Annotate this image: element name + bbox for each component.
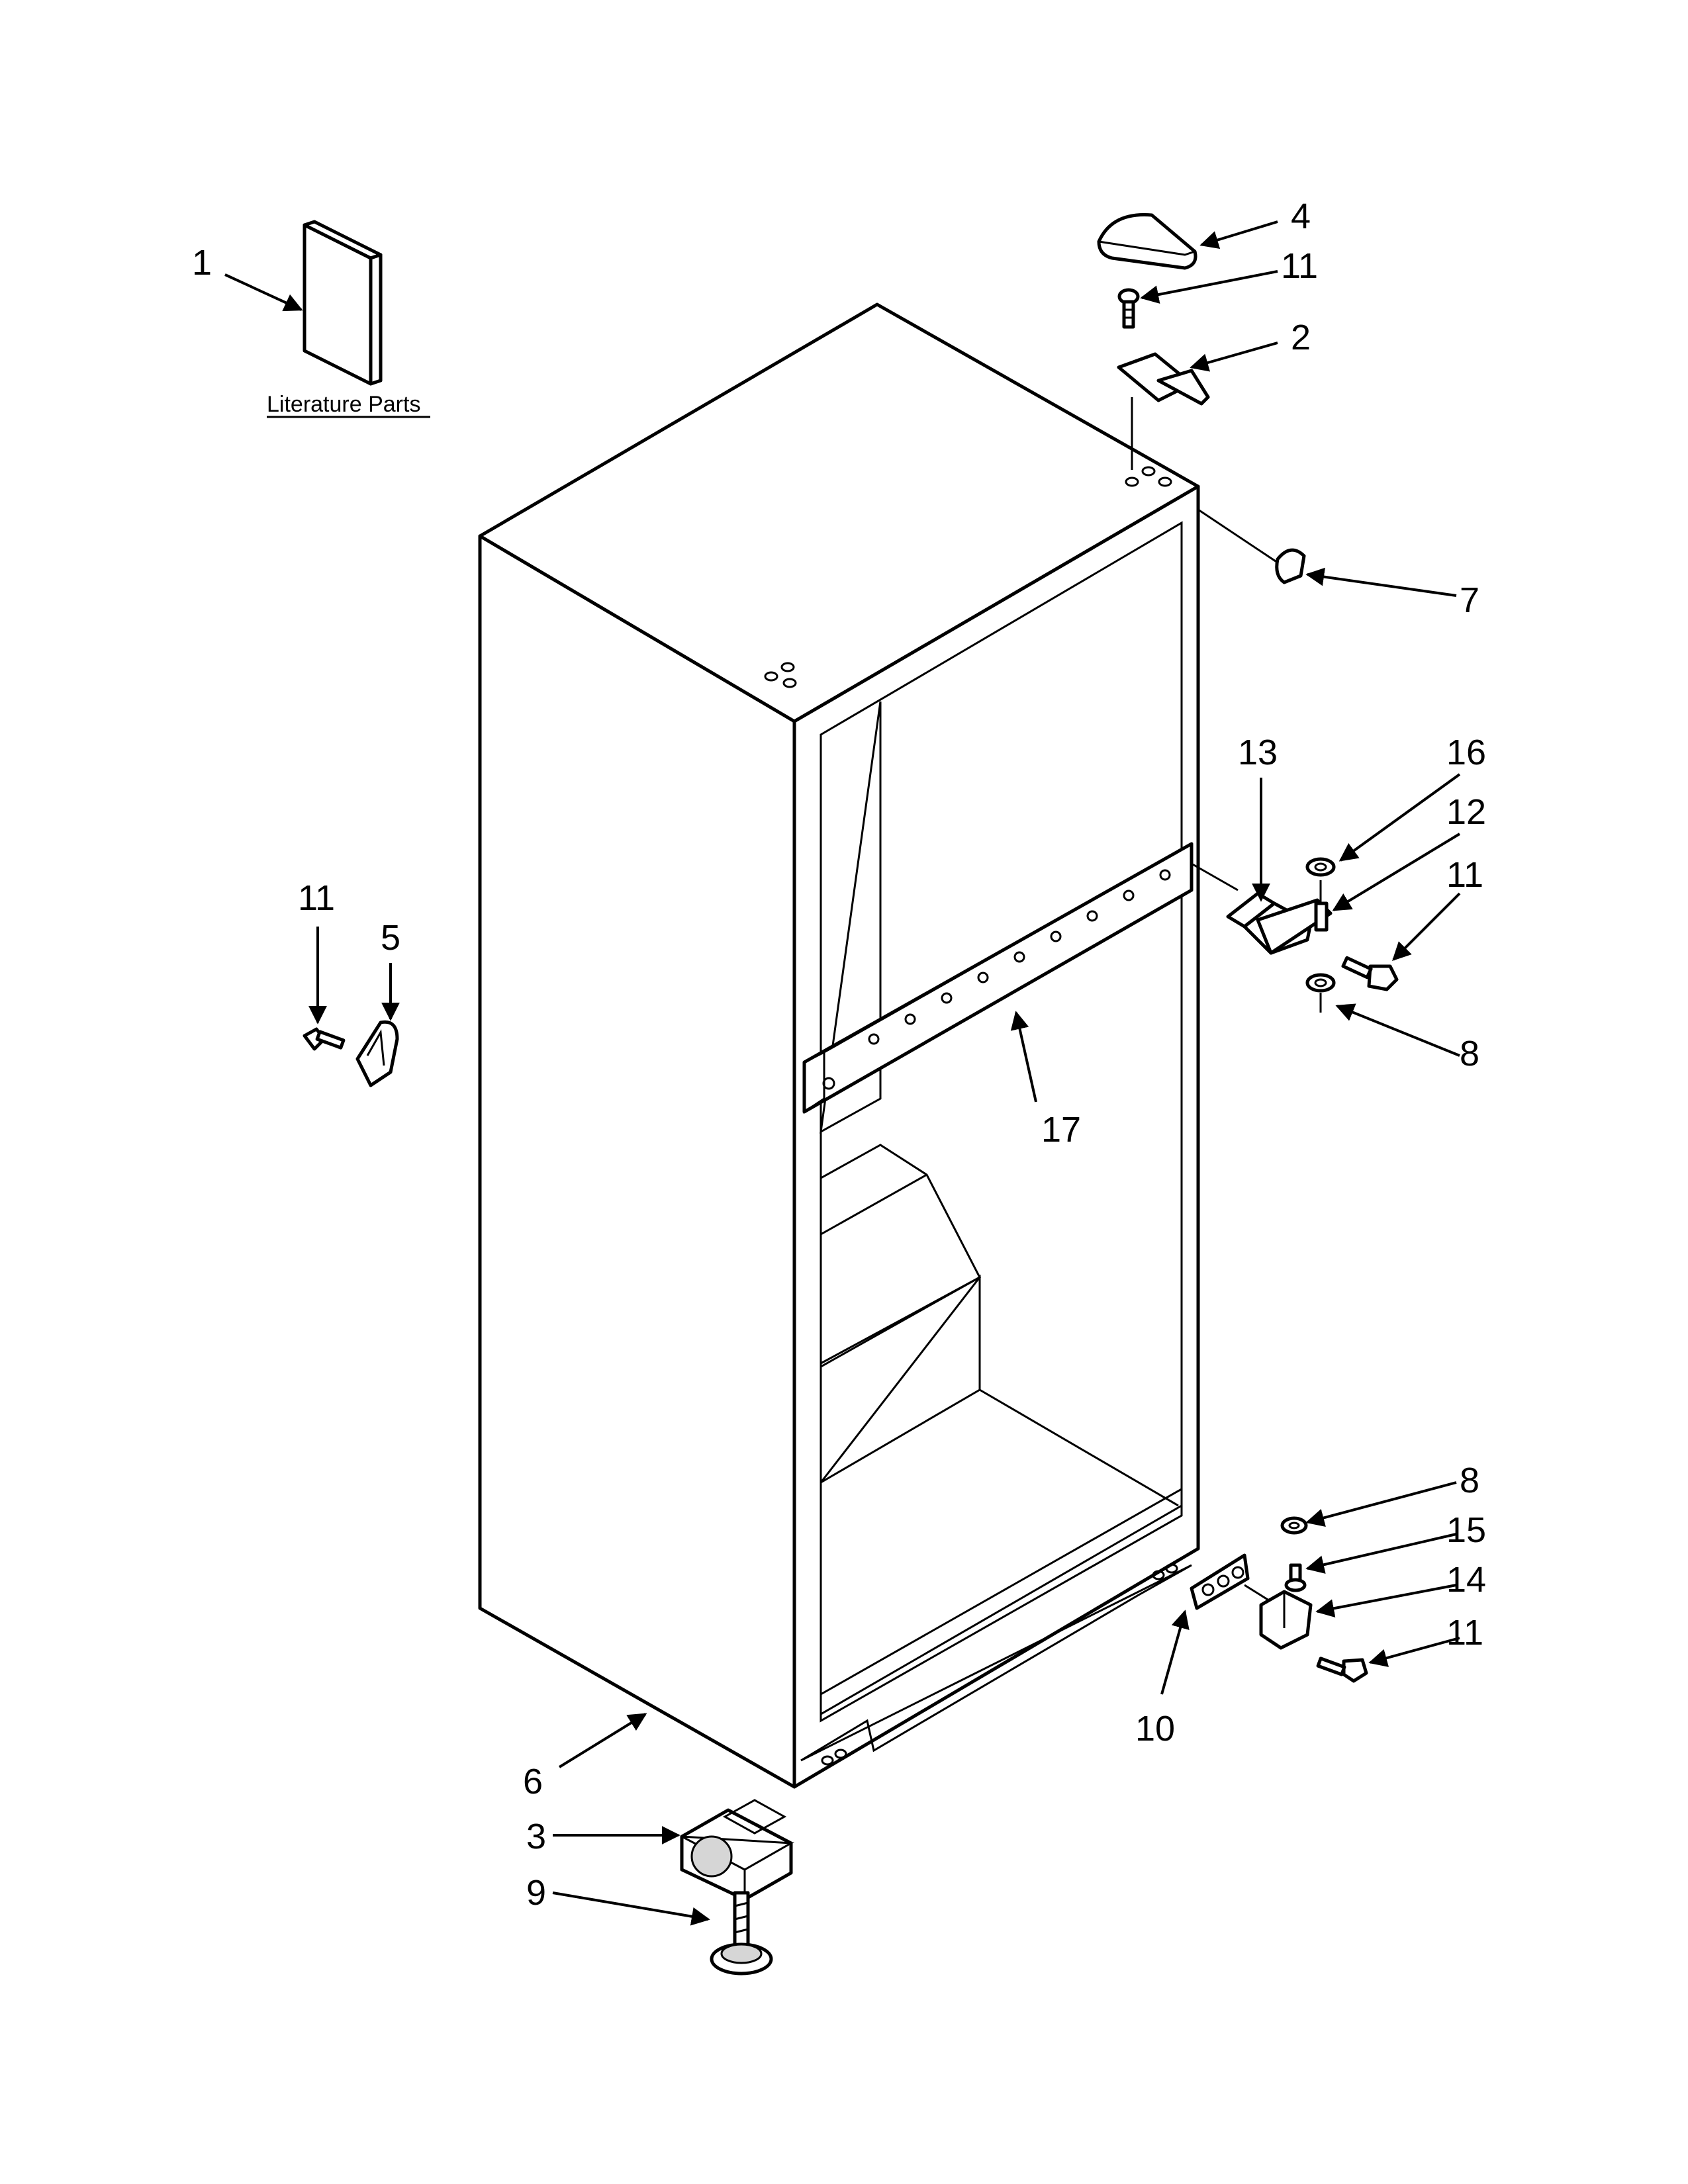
- callout-7: 7: [1460, 580, 1479, 620]
- bottom-hinge-screw: [1316, 1657, 1368, 1683]
- front-roller-assembly: [680, 1799, 795, 1901]
- callout-11-bottom: 11: [1446, 1613, 1483, 1653]
- callout-10: 10: [1135, 1709, 1175, 1749]
- callout-12: 12: [1446, 792, 1486, 832]
- bottom-hinge: [1259, 1590, 1313, 1650]
- callout-4: 4: [1291, 197, 1311, 236]
- callout-8-center: 8: [1460, 1034, 1479, 1073]
- callout-11-top: 11: [1281, 246, 1318, 286]
- center-mullion-rail: [802, 842, 1194, 1114]
- leader-lines: [224, 220, 1461, 1926]
- handle-bracket: [355, 1020, 399, 1087]
- callout-5: 5: [381, 918, 400, 958]
- callout-2: 2: [1291, 318, 1311, 357]
- literature-parts-label: Literature Parts: [267, 392, 420, 417]
- callout-8-bottom: 8: [1460, 1461, 1479, 1500]
- callout-1: 1: [192, 243, 212, 283]
- door-stop: [1197, 508, 1306, 584]
- handle-bracket-screw: [303, 1027, 346, 1051]
- center-hinge-assembly: [1191, 857, 1336, 1013]
- center-hinge-screw: [1341, 956, 1399, 991]
- leveling-leg: [710, 1891, 773, 1976]
- top-hinge-screw: [1117, 288, 1140, 329]
- bottom-hinge-pin: [1284, 1563, 1307, 1592]
- top-hinge-cover: [1097, 213, 1197, 270]
- refrigerator-cabinet: [478, 302, 1200, 1789]
- callout-11-left: 11: [298, 878, 335, 918]
- bottom-hinge-washer: [1280, 1516, 1308, 1535]
- callout-11-center: 11: [1446, 855, 1483, 895]
- top-hinge: [1117, 352, 1210, 470]
- bottom-hinge-shim: [1190, 1553, 1272, 1610]
- callout-13: 13: [1238, 733, 1278, 772]
- literature-parts-booklet: [303, 220, 383, 386]
- callout-17: 17: [1041, 1110, 1081, 1150]
- callout-16: 16: [1446, 733, 1486, 772]
- callout-3: 3: [526, 1817, 546, 1856]
- callout-9: 9: [526, 1873, 546, 1913]
- callout-6: 6: [523, 1762, 543, 1801]
- callout-14: 14: [1446, 1560, 1486, 1600]
- callout-15: 15: [1446, 1510, 1486, 1550]
